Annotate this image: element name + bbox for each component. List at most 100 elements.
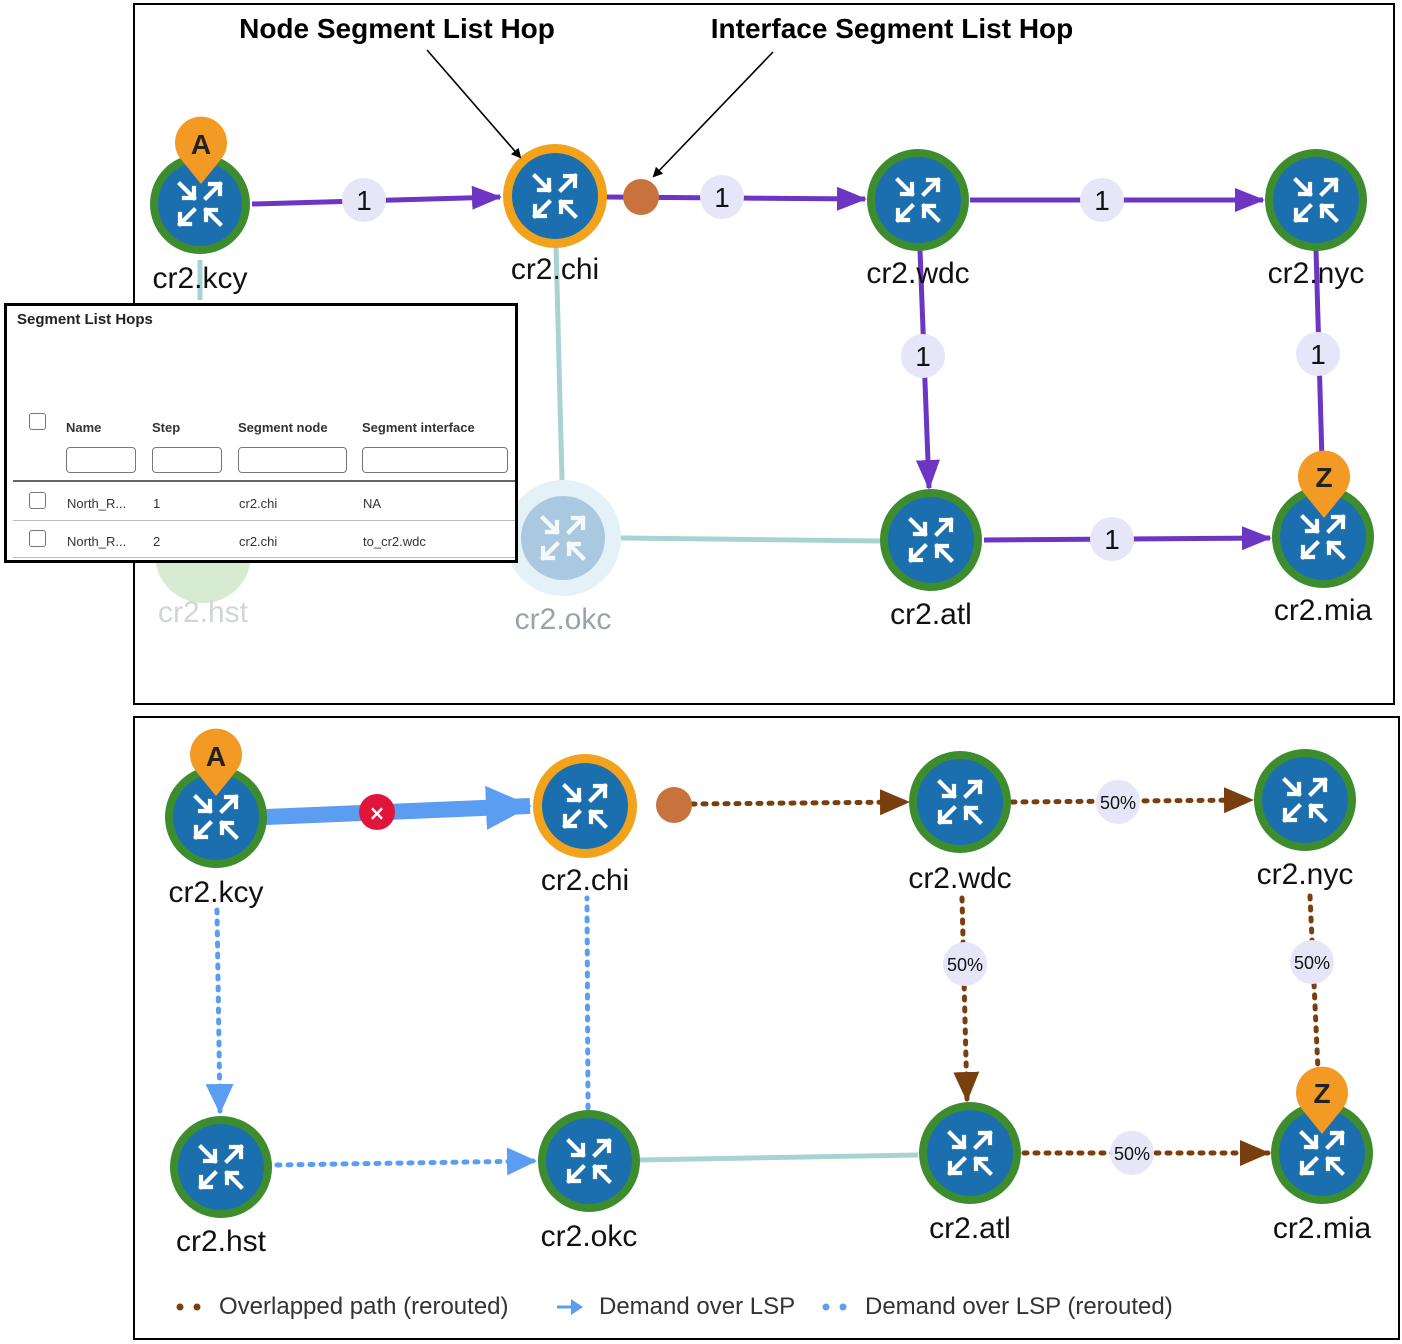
legend-demand-lsp-rerouted: Demand over LSP (rerouted) xyxy=(821,1293,1173,1321)
bottom-badge-wdc-atl: 50% xyxy=(943,942,987,986)
top-node-kcy[interactable]: cr2.kcy xyxy=(150,154,250,295)
bottom-interface-hop-dot[interactable] xyxy=(656,787,692,823)
link-failure-icon[interactable]: × xyxy=(359,794,395,830)
top-node-atl[interactable]: cr2.atl xyxy=(880,489,982,631)
rerouted-demand-hst-okc[interactable] xyxy=(274,1147,538,1176)
column-header-name[interactable]: Name xyxy=(66,420,102,435)
svg-text:cr2.wdc: cr2.wdc xyxy=(866,257,969,290)
link-chi-okc[interactable] xyxy=(553,244,565,481)
column-header-segment-interface[interactable]: Segment interface xyxy=(362,420,475,435)
blue-arrow-icon xyxy=(557,1299,583,1315)
svg-text:1: 1 xyxy=(356,185,372,216)
bottom-node-atl[interactable]: cr2.atl xyxy=(919,1102,1021,1245)
cell-step: 2 xyxy=(153,534,161,549)
legend-demand-lsp: Demand over LSP xyxy=(555,1293,795,1321)
column-header-segment-node[interactable]: Segment node xyxy=(238,420,328,435)
cell-name: North_R... xyxy=(67,534,127,549)
bottom-node-okc[interactable]: cr2.okc xyxy=(538,1110,640,1253)
lsp-demand-kcy-chi[interactable] xyxy=(265,785,532,830)
bottom-node-kcy[interactable]: cr2.kcy xyxy=(165,766,267,909)
svg-text:×: × xyxy=(369,801,386,825)
svg-text:50%: 50% xyxy=(1114,1144,1150,1164)
svg-text:cr2.atl: cr2.atl xyxy=(890,598,972,631)
bottom-node-hst[interactable]: cr2.hst xyxy=(170,1116,272,1258)
filter-segment-node-input[interactable] xyxy=(238,447,347,473)
row-checkbox[interactable] xyxy=(29,492,46,509)
cell-segment-interface: NA xyxy=(363,496,382,511)
top-node-mia[interactable]: cr2.mia xyxy=(1272,486,1374,627)
filter-segment-interface-input[interactable] xyxy=(362,447,508,473)
svg-text:cr2.hst: cr2.hst xyxy=(176,1225,267,1258)
svg-text:cr2.wdc: cr2.wdc xyxy=(908,862,1011,895)
top-node-okc[interactable]: cr2.okc xyxy=(505,480,621,636)
table-title: Segment List Hops xyxy=(17,311,153,328)
link-okc-atl[interactable] xyxy=(639,1152,919,1163)
bottom-node-nyc[interactable]: cr2.nyc xyxy=(1254,749,1356,891)
column-header-step[interactable]: Step xyxy=(152,420,181,435)
svg-text:cr2.chi: cr2.chi xyxy=(511,253,599,286)
bottom-destination-pin: Z xyxy=(1296,1066,1348,1134)
svg-text:1: 1 xyxy=(1094,185,1110,216)
bottom-node-mia[interactable]: cr2.mia xyxy=(1271,1102,1373,1245)
svg-text:1: 1 xyxy=(1310,339,1326,370)
header-divider xyxy=(13,480,515,482)
legend-overlapped: Overlapped path (rerouted) xyxy=(175,1293,509,1321)
svg-text:cr2.kcy: cr2.kcy xyxy=(152,262,247,295)
row-checkbox[interactable] xyxy=(29,530,46,547)
cell-segment-interface: to_cr2.wdc xyxy=(363,534,426,549)
cell-segment-node: cr2.chi xyxy=(239,496,278,511)
bottom-topology-panel: Overlapped path (rerouted) Demand over L… xyxy=(133,716,1400,1340)
svg-text:Z: Z xyxy=(1315,462,1332,493)
legend: Overlapped path (rerouted) Demand over L… xyxy=(135,1293,1398,1333)
filter-name-input[interactable] xyxy=(66,447,136,473)
svg-text:cr2.hst: cr2.hst xyxy=(158,596,249,629)
top-interface-hop-dot[interactable] xyxy=(623,179,659,215)
top-badge-wdc-nyc: 1 xyxy=(1080,178,1124,222)
legend-demand-lsp-rerouted-label: Demand over LSP (rerouted) xyxy=(865,1293,1173,1320)
svg-text:cr2.atl: cr2.atl xyxy=(929,1212,1011,1245)
svg-text:A: A xyxy=(206,741,226,772)
top-node-nyc[interactable]: cr2.nyc xyxy=(1265,149,1367,290)
svg-text:cr2.okc: cr2.okc xyxy=(541,1220,638,1253)
overlap-path-chi-wdc[interactable] xyxy=(689,789,911,816)
legend-overlapped-label: Overlapped path (rerouted) xyxy=(219,1293,509,1320)
overlap-path-wdc-atl[interactable] xyxy=(953,895,980,1103)
svg-text:1: 1 xyxy=(1104,524,1120,555)
bottom-badge-nyc-mia: 50% xyxy=(1290,940,1334,984)
segment-list-hops-table: Segment List Hops Name Step Segment node… xyxy=(4,303,518,563)
legend-demand-lsp-label: Demand over LSP xyxy=(599,1293,796,1320)
svg-text:cr2.mia: cr2.mia xyxy=(1273,1212,1372,1245)
svg-text:cr2.okc: cr2.okc xyxy=(515,603,612,636)
top-node-chi[interactable]: cr2.chi xyxy=(503,144,607,286)
top-badge-nyc-mia: 1 xyxy=(1296,332,1340,376)
svg-text:Z: Z xyxy=(1313,1078,1330,1109)
bottom-badge-wdc-nyc: 50% xyxy=(1096,780,1140,824)
svg-text:50%: 50% xyxy=(947,955,983,975)
svg-text:50%: 50% xyxy=(1294,953,1330,973)
top-badge-wdc-atl: 1 xyxy=(901,334,945,378)
top-badge-chi-wdc: 1 xyxy=(700,175,744,219)
top-badge-kcy-chi: 1 xyxy=(342,178,386,222)
cell-step: 1 xyxy=(153,496,161,511)
cell-segment-node: cr2.chi xyxy=(239,534,278,549)
rerouted-demand-kcy-hst[interactable] xyxy=(205,907,234,1115)
cell-name: North_R... xyxy=(67,496,127,511)
svg-text:cr2.nyc: cr2.nyc xyxy=(1257,858,1354,891)
select-all-checkbox[interactable] xyxy=(29,413,46,430)
bottom-node-wdc[interactable]: cr2.wdc xyxy=(908,751,1012,895)
link-okc-atl[interactable] xyxy=(619,535,881,544)
row-divider xyxy=(13,557,515,558)
dotted-brown-swatch xyxy=(176,1303,201,1311)
svg-text:cr2.nyc: cr2.nyc xyxy=(1268,257,1365,290)
svg-text:cr2.kcy: cr2.kcy xyxy=(168,876,263,909)
top-node-wdc[interactable]: cr2.wdc xyxy=(866,149,970,290)
rerouted-demand-okc-chi[interactable] xyxy=(584,895,591,1111)
svg-text:1: 1 xyxy=(915,341,931,372)
top-source-pin: A xyxy=(175,116,227,184)
bottom-node-chi[interactable]: cr2.chi xyxy=(533,754,637,897)
filter-step-input[interactable] xyxy=(152,447,222,473)
top-destination-pin: Z xyxy=(1298,450,1351,518)
svg-text:cr2.mia: cr2.mia xyxy=(1274,594,1373,627)
svg-text:cr2.chi: cr2.chi xyxy=(541,864,629,897)
